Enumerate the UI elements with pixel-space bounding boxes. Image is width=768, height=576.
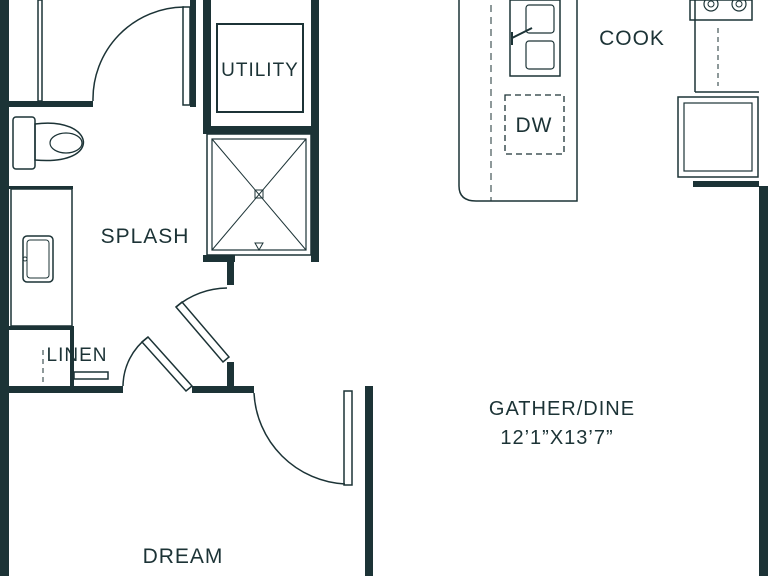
wall-utility-left (203, 0, 211, 134)
closet-rod (37, 0, 43, 102)
wall-vanity-bottom (9, 186, 73, 189)
utility-closet-box (216, 23, 304, 113)
wall-bedroom-right (365, 386, 373, 576)
wall-left-outer (0, 0, 9, 576)
wall-linen-right (70, 326, 74, 386)
shower (206, 133, 312, 256)
wall-bath-lower-stub (227, 362, 234, 392)
label-utility: UTILITY (221, 60, 299, 81)
bath-door-lower (174, 287, 231, 364)
label-linen: LINEN (47, 345, 108, 366)
wall-bedroom-top-left (9, 386, 123, 393)
bath-door-leaf-top (182, 6, 191, 106)
wall-right-outer (759, 186, 768, 576)
linen-door (42, 335, 194, 393)
vanity-sink (10, 188, 73, 327)
wall-shower-bottom (203, 255, 235, 262)
label-cook: COOK (599, 27, 665, 50)
label-gather-dine-size: 12’1”X13’7” (500, 427, 613, 449)
kitchen-island (458, 0, 578, 202)
wall-bedroom-top-mid (192, 386, 254, 393)
wall-bath-top (9, 101, 93, 107)
refrigerator (677, 96, 759, 178)
label-dishwasher: DW (516, 114, 553, 137)
bedroom-door (253, 390, 353, 486)
label-dream: DREAM (143, 545, 224, 568)
label-splash: SPLASH (101, 225, 190, 248)
toilet (12, 116, 85, 170)
wall-utility-bottom (203, 126, 319, 134)
fixtures (10, 0, 759, 486)
wall-linen-top (9, 326, 74, 330)
wall-bath-divider (190, 0, 196, 107)
range (689, 0, 759, 93)
bath-door-swing-top (92, 6, 185, 102)
wall-kitchen-right (693, 181, 759, 187)
label-gather-dine: GATHER/DINE (489, 398, 635, 420)
room-labels: UTILITY COOK DW SPLASH LINEN GATHER/DINE… (47, 27, 665, 568)
wall-shower-stub (227, 255, 234, 285)
